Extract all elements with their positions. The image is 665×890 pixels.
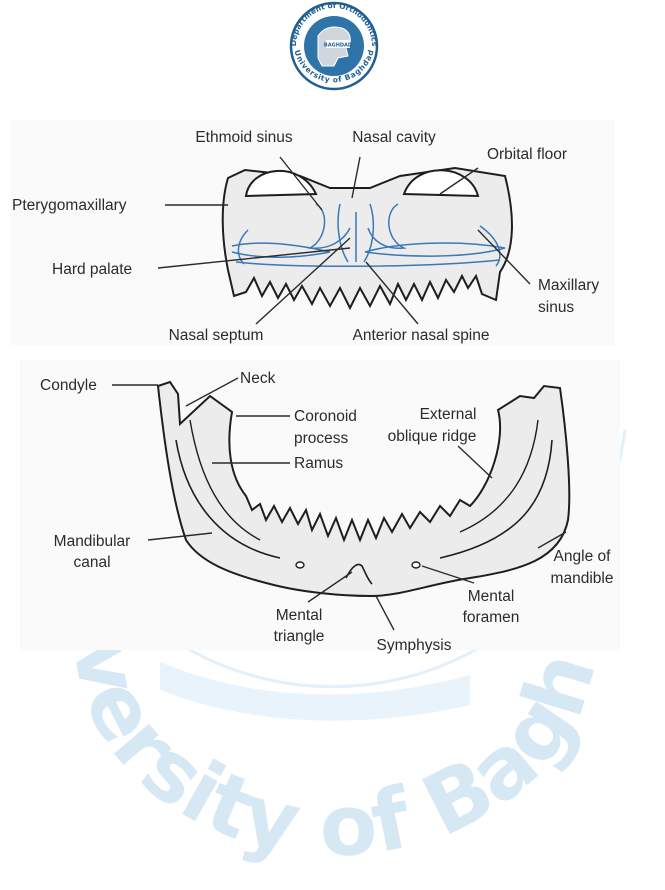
mental-foramen-left [295, 561, 305, 569]
mental-foramen-right [411, 561, 421, 569]
mandible-diagram: Condyle Neck Coronoid process External o… [20, 360, 620, 654]
label-coronoid-process-line1: Coronoid [294, 408, 357, 425]
leader-mental-triangle [307, 571, 353, 603]
label-mental-triangle-line1: Mental [276, 607, 323, 624]
label-condyle: Condyle [40, 377, 97, 394]
logo-badge [326, 40, 350, 48]
ethmoid-sinus-left [307, 203, 351, 249]
label-anterior-nasal-spine: Anterior nasal spine [353, 327, 490, 344]
label-nasal-cavity: Nasal cavity [352, 129, 436, 146]
mandibular-canal-line-left [175, 439, 281, 559]
label-pterygomaxillary: Pterygomaxillary [12, 197, 127, 214]
label-mandibular-canal-line2: canal [73, 554, 110, 571]
oblique-ridge-line-right [459, 419, 539, 533]
ethmoid-sinus-right [367, 203, 407, 249]
leader-mandibular-canal [147, 532, 213, 541]
label-orbital-floor: Orbital floor [487, 146, 567, 163]
maxillary-sinus-right [364, 242, 506, 257]
leader-mental-foramen [421, 565, 475, 584]
label-coronoid-process-line2: process [294, 430, 349, 447]
mental-triangle-shape [345, 563, 373, 585]
nasal-cavity-walls [337, 203, 375, 263]
leader-anterior-nasal-spine [365, 261, 419, 325]
label-angle-of-mandible-line1: Angle of [554, 548, 612, 565]
label-symphysis: Symphysis [377, 637, 452, 654]
ramus-line-left [189, 419, 261, 541]
leader-orbital-floor [439, 167, 479, 195]
label-ramus: Ramus [294, 455, 343, 472]
mandible-bone [156, 380, 571, 598]
label-mental-triangle-line2: triangle [274, 628, 325, 645]
label-external-oblique-ridge-line2: oblique ridge [388, 428, 477, 445]
label-nasal-septum: Nasal septum [169, 327, 264, 344]
leader-external-oblique-ridge [457, 445, 493, 479]
leader-neck [185, 377, 239, 407]
left-orbit [244, 169, 318, 198]
leader-angle-of-mandible [537, 531, 567, 549]
label-hard-palate: Hard palate [52, 261, 132, 278]
palate-line [235, 259, 501, 268]
leader-symphysis [375, 595, 395, 631]
label-neck: Neck [240, 370, 276, 387]
leader-nasal-cavity [351, 156, 361, 199]
mandibular-canal-line-right [439, 439, 553, 559]
label-mental-foramen-line1: Mental [468, 588, 515, 605]
label-maxillary-sinus-line1: Maxillary [538, 277, 599, 294]
leader-hard-palate [157, 247, 351, 269]
label-maxillary-sinus-line2: sinus [538, 299, 574, 316]
right-orbit [402, 169, 480, 198]
leader-maxillary-sinus [477, 229, 531, 285]
department-logo: BAGHDAD Department of Orthodontics Unive… [289, 1, 379, 91]
leader-nasal-septum [255, 237, 351, 325]
maxilla-diagram: Ethmoid sinus Nasal cavity Orbital floor… [10, 120, 615, 345]
leader-ethmoid-sinus [279, 156, 323, 211]
label-external-oblique-ridge-line1: External [420, 406, 477, 423]
maxilla-bone [221, 166, 513, 311]
label-ethmoid-sinus: Ethmoid sinus [195, 129, 293, 146]
label-mandibular-canal-line1: Mandibular [54, 533, 131, 550]
label-mental-foramen-line2: foramen [463, 609, 520, 626]
left-lateral-sinus [237, 229, 249, 265]
right-lateral-sinus [479, 225, 501, 267]
watermark-swoosh [160, 662, 470, 721]
logo-badge-text: BAGHDAD [324, 43, 352, 49]
label-angle-of-mandible-line2: mandible [551, 570, 614, 587]
